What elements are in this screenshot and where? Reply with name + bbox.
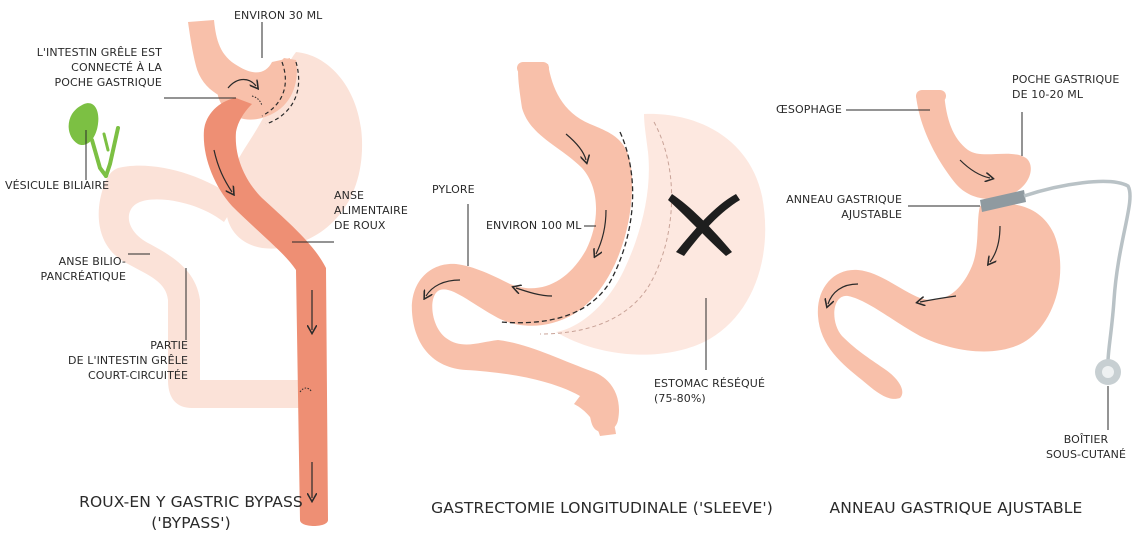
band-label: ANNEAU GASTRIQUE AJUSTABLE — [786, 193, 902, 221]
pylorus-label: PYLORE — [432, 183, 475, 196]
roux-limb — [203, 98, 328, 526]
resected-x-icon — [668, 194, 740, 256]
sleeve-stomach — [411, 64, 633, 433]
bypass-caption: ROUX-EN Y GASTRIC BYPASS ('BYPASS') — [79, 493, 303, 532]
roux-limb-label: ANSE ALIMENTAIRE DE ROUX — [334, 189, 408, 232]
band-illustration — [817, 90, 1132, 430]
sleeve-volume-label: ENVIRON 100 ML — [486, 219, 582, 232]
bypass-connection-label: L'INTESTIN GRÊLE EST CONNECTÉ À LA POCHE… — [36, 46, 162, 89]
bypassed-intestine-label: PARTIE DE L'INTESTIN GRÊLE COURT-CIRCUIT… — [68, 339, 188, 382]
band-esophagus — [916, 92, 1031, 199]
resected-stomach — [556, 113, 766, 355]
gallbladder-icon — [68, 103, 120, 178]
resected-label: ESTOMAC RÉSÉQUÉ (75-80%) — [654, 377, 765, 405]
pouch-label: POCHE GASTRIQUE DE 10-20 ML — [1012, 73, 1120, 101]
bypass-volume-label: ENVIRON 30 ML — [234, 9, 323, 22]
band-caption: ANNEAU GASTRIQUE AJUSTABLE — [829, 499, 1083, 517]
port-label: BOÎTIER SOUS-CUTANÉ — [1045, 433, 1127, 461]
bilio-limb-label: ANSE BILIO- PANCRÉATIQUE — [40, 255, 126, 283]
bypassed-intestine — [98, 165, 300, 408]
subcutaneous-port-icon — [1095, 359, 1121, 385]
sleeve-illustration — [411, 62, 766, 436]
bypass-illustration — [68, 20, 363, 526]
gallbladder-label: VÉSICULE BILIAIRE — [5, 179, 110, 192]
esophagus-label: ŒSOPHAGE — [776, 103, 842, 116]
band-stomach — [817, 203, 1061, 399]
gastric-band — [980, 190, 1026, 212]
sleeve-caption: GASTRECTOMIE LONGITUDINALE ('SLEEVE') — [431, 499, 773, 517]
